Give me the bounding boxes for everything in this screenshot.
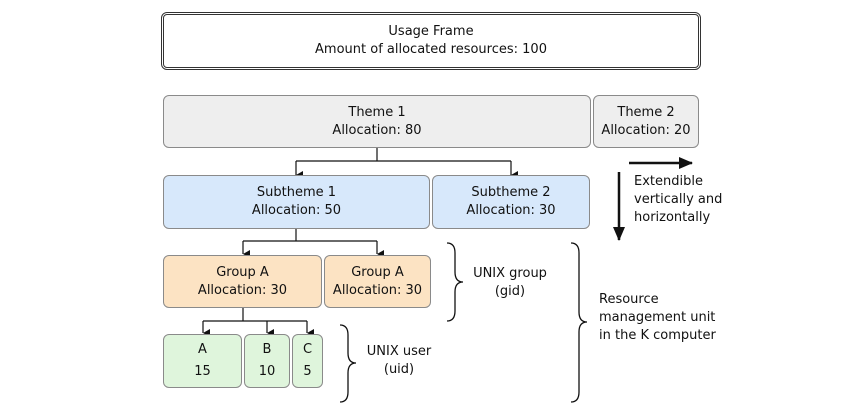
- resource-unit-brace: [570, 242, 588, 403]
- extendible-label: Extendible vertically and horizontally: [634, 174, 723, 225]
- user-b-name: B: [262, 342, 272, 357]
- subtheme-1-name: Subtheme 1: [256, 185, 337, 200]
- usage-frame-box: Usage Frame Amount of allocated resource…: [161, 12, 701, 70]
- connector-group-to-users: [203, 308, 307, 322]
- unix-user-label: UNIX user (uid): [366, 344, 432, 377]
- theme-1-name: Theme 1: [348, 104, 406, 120]
- group-a-2-allocation: Allocation: 30: [332, 282, 423, 298]
- unix-group-label: UNIX group (gid): [473, 266, 547, 299]
- usage-frame-subtitle: Amount of allocated resources: 100: [315, 42, 547, 57]
- theme-1-allocation: Allocation: 80: [332, 122, 422, 138]
- resource-unit-label: Resource management unit in the K comput…: [599, 292, 716, 343]
- theme-2-box: Theme 2 Allocation: 20: [593, 95, 699, 148]
- user-a-box: A 15: [163, 334, 242, 388]
- user-c-name: C: [302, 342, 313, 357]
- subtheme-2-box: Subtheme 2 Allocation: 30: [432, 175, 590, 229]
- group-a-1-box: Group A Allocation: 30: [163, 255, 322, 308]
- subtheme-1-box: Subtheme 1 Allocation: 50: [163, 175, 430, 229]
- theme-2-name: Theme 2: [617, 104, 675, 120]
- connector-subtheme-to-groups: [243, 229, 377, 242]
- subtheme-1-allocation: Allocation: 50: [251, 203, 342, 218]
- group-a-1-name: Group A: [216, 264, 269, 280]
- theme-2-allocation: Allocation: 20: [601, 122, 691, 138]
- subtheme-2-name: Subtheme 2: [471, 185, 551, 200]
- user-b-value: 10: [258, 364, 276, 379]
- theme-1-box: Theme 1 Allocation: 80: [163, 95, 591, 148]
- group-a-2-box: Group A Allocation: 30: [324, 255, 431, 308]
- group-a-1-allocation: Allocation: 30: [197, 282, 288, 298]
- subtheme-2-allocation: Allocation: 30: [466, 203, 556, 218]
- user-c-value: 5: [303, 364, 312, 379]
- user-a-value: 15: [194, 364, 211, 379]
- usage-frame-title: Usage Frame: [388, 24, 474, 39]
- user-a-name: A: [198, 342, 207, 357]
- group-a-2-name: Group A: [351, 264, 404, 280]
- user-c-box: C 5: [292, 334, 323, 388]
- connector-theme-to-subthemes: [296, 148, 511, 162]
- unix-group-brace: [446, 242, 464, 322]
- user-b-box: B 10: [244, 334, 290, 388]
- unix-user-brace: [339, 324, 357, 403]
